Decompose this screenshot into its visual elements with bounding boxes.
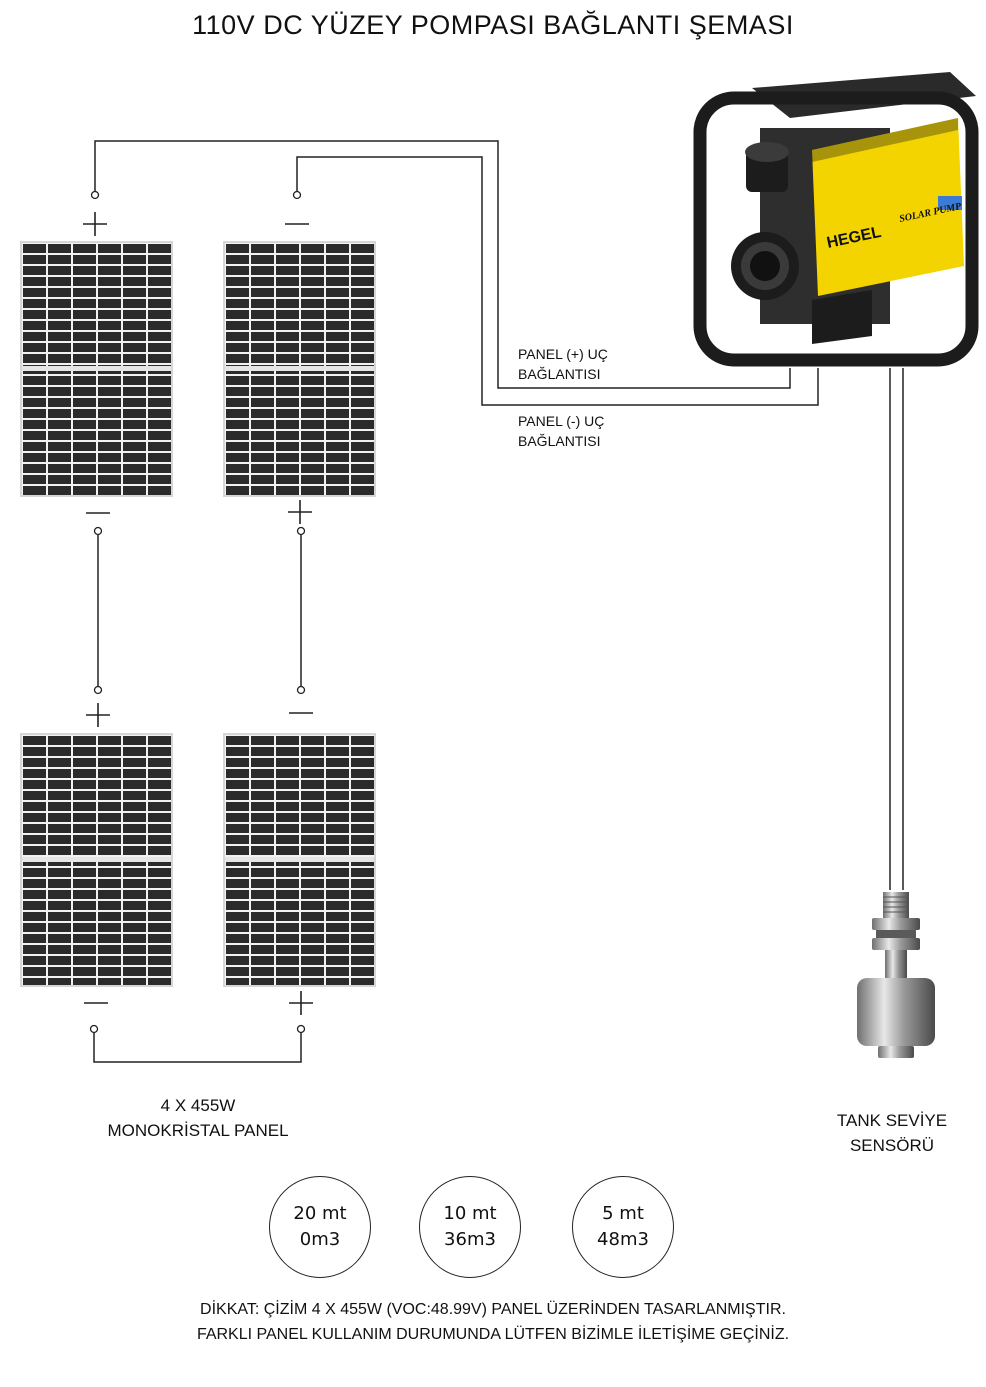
terminal (93, 685, 103, 695)
wire-sensor (889, 368, 904, 890)
depth-circle-20m: 20 mt 0m3 (269, 1176, 371, 1278)
plus-icon (289, 991, 313, 1015)
solar-panel-top-left (20, 241, 173, 497)
terminal (93, 526, 103, 536)
plus-icon (288, 500, 312, 524)
terminal (90, 190, 100, 200)
wire-positive (94, 140, 791, 389)
negative-wire-label: PANEL (-) UÇ BAĞLANTISI (518, 413, 605, 449)
tank-level-sensor-image (857, 892, 935, 1058)
terminal (296, 526, 306, 536)
terminal (89, 1024, 99, 1034)
terminal (296, 685, 306, 695)
positive-wire-label: PANEL (+) UÇ BAĞLANTISI (518, 346, 608, 382)
terminal (296, 1024, 306, 1034)
solar-panel-bottom-left (20, 733, 173, 987)
terminal (292, 190, 302, 200)
wire-negative (296, 156, 819, 406)
solar-panel-bottom-right (223, 733, 376, 987)
solar-pump-image: HEGEL SOLAR PUMP (693, 72, 979, 367)
solar-panel-top-right (223, 241, 376, 497)
sensor-caption: TANK SEVİYE SENSÖRÜ (836, 1111, 948, 1155)
plus-icon (86, 703, 110, 727)
panel-caption: 4 X 455W MONOKRİSTAL PANEL (107, 1096, 289, 1140)
depth-circle-5m: 5 mt 48m3 (572, 1176, 674, 1278)
plus-icon (83, 212, 107, 236)
depth-circle-10m: 10 mt 36m3 (419, 1176, 521, 1278)
warning-note: DİKKAT: ÇİZİM 4 X 455W (VOC:48.99V) PANE… (196, 1301, 790, 1343)
wire-bottom-link (93, 1029, 302, 1063)
page-title: 110V DC YÜZEY POMPASI BAĞLANTI ŞEMASI (192, 10, 794, 40)
